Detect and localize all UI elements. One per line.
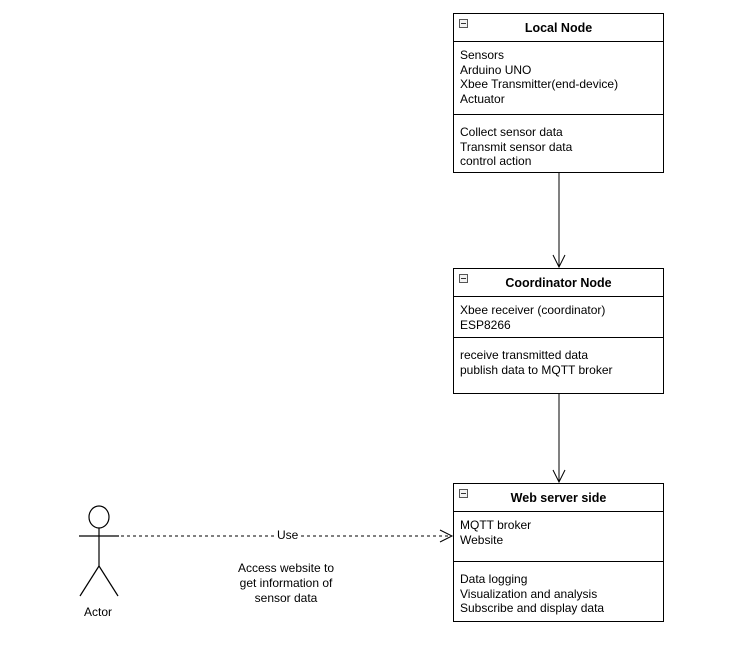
collapse-icon[interactable] (459, 274, 468, 283)
class-header: Local Node (454, 14, 663, 42)
note-line: Access website to (237, 561, 335, 575)
attribute-item: ESP8266 (460, 317, 511, 332)
operation-item: Collect sensor data (460, 125, 563, 139)
class-title: Web server side (510, 490, 607, 505)
operation-item: publish data to MQTT broker (460, 362, 613, 377)
attribute-item: Arduino UNO (460, 62, 532, 77)
attribute-item: Website (460, 532, 504, 547)
operation-item: control action (460, 154, 532, 169)
operation-item: receive transmitted data (460, 348, 589, 362)
attribute-item: Xbee Transmitter(end-device) (460, 77, 619, 92)
annotation-note: Access website to get information of sen… (216, 561, 356, 606)
actor-figure (79, 505, 119, 597)
use-edge-label: Use (276, 528, 300, 542)
class-header: Coordinator Node (454, 269, 663, 297)
note-line: sensor data (254, 591, 318, 605)
actor-head (88, 505, 110, 529)
class-title: Local Node (524, 20, 593, 35)
class-header: Web server side (454, 484, 663, 512)
arrowhead-coordinator (552, 254, 566, 269)
note-line: get information of (239, 576, 333, 590)
actor-left-leg (79, 565, 100, 597)
operation-item: Transmit sensor data (460, 139, 573, 154)
operations-section: Data logging Visualization and analysis … (454, 562, 663, 616)
class-local-node[interactable]: Local Node Sensors Arduino UNO Xbee Tran… (453, 13, 664, 173)
arrowhead-webserver (552, 469, 566, 484)
operation-item: Data logging (460, 572, 528, 586)
attribute-item: Sensors (460, 48, 505, 62)
attributes-section: Sensors Arduino UNO Xbee Transmitter(end… (454, 42, 663, 115)
attribute-item: Xbee receiver (coordinator) (460, 303, 606, 317)
class-coordinator-node[interactable]: Coordinator Node Xbee receiver (coordina… (453, 268, 664, 394)
attributes-section: Xbee receiver (coordinator) ESP8266 (454, 297, 663, 338)
operations-section: receive transmitted data publish data to… (454, 338, 663, 377)
actor-right-leg (98, 565, 119, 597)
attribute-item: Actuator (460, 92, 505, 107)
operation-item: Visualization and analysis (460, 586, 598, 601)
operations-section: Collect sensor data Transmit sensor data… (454, 115, 663, 169)
actor-label: Actor (84, 605, 113, 619)
operation-item: Subscribe and display data (460, 601, 605, 616)
arrowhead-use (439, 529, 454, 543)
class-web-server-side[interactable]: Web server side MQTT broker Website Data… (453, 483, 664, 622)
attribute-item: MQTT broker (460, 518, 532, 532)
class-title: Coordinator Node (505, 275, 612, 290)
collapse-icon[interactable] (459, 489, 468, 498)
collapse-icon[interactable] (459, 19, 468, 28)
attributes-section: MQTT broker Website (454, 512, 663, 562)
